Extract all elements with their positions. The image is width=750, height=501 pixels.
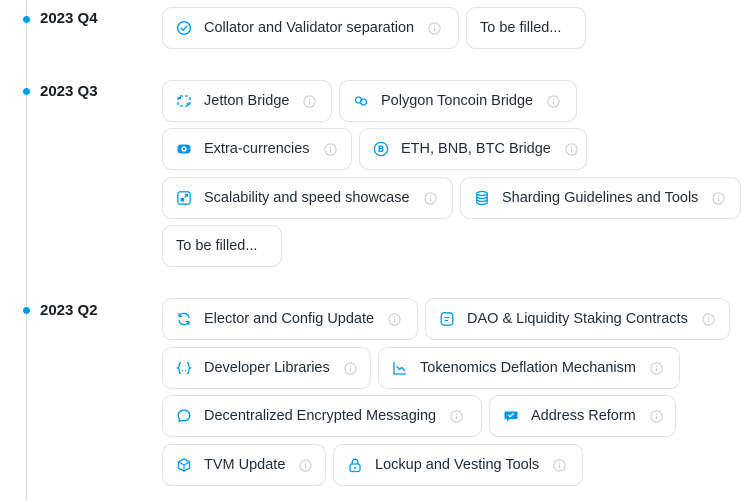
roadmap-item-label: Scalability and speed showcase — [204, 190, 410, 206]
roadmap-item-label: To be filled... — [480, 20, 562, 36]
timeline-dot — [23, 16, 30, 23]
info-icon[interactable] — [565, 142, 578, 156]
currency-icon — [176, 141, 192, 157]
info-icon[interactable] — [547, 94, 560, 108]
roadmap-item-label: Address Reform — [531, 408, 636, 424]
svg-text:B: B — [378, 145, 384, 155]
bridge-icon — [176, 93, 192, 109]
timeline-dot — [23, 88, 30, 95]
roadmap-item-address-reform[interactable]: Address Reform — [489, 395, 676, 437]
roadmap-item-sharding-guidelines[interactable]: Sharding Guidelines and Tools — [460, 177, 741, 219]
roadmap-item-label: Decentralized Encrypted Messaging — [204, 408, 437, 424]
info-icon[interactable] — [712, 191, 726, 205]
roadmap-item-label: Sharding Guidelines and Tools — [502, 190, 699, 206]
info-icon[interactable] — [650, 409, 663, 423]
roadmap-item-label: Tokenomics Deflation Mechanism — [420, 360, 636, 376]
chart-down-icon — [392, 360, 408, 376]
quarter-label: 2023 Q3 — [40, 83, 98, 100]
quarter-label: 2023 Q2 — [40, 302, 98, 319]
info-icon[interactable] — [553, 458, 566, 472]
roadmap-item-collator-validator[interactable]: Collator and Validator separation — [162, 7, 459, 49]
roadmap-item-eth-bnb-btc-bridge[interactable]: B ETH, BNB, BTC Bridge — [359, 128, 587, 170]
info-icon[interactable] — [303, 94, 317, 108]
roadmap-item-label: To be filled... — [176, 238, 258, 254]
info-icon[interactable] — [423, 191, 437, 205]
info-icon[interactable] — [344, 361, 357, 375]
roadmap-item-label: Elector and Config Update — [204, 311, 375, 327]
timeline-dot — [23, 307, 30, 314]
roadmap-item-label: Polygon Toncoin Bridge — [381, 93, 534, 109]
speed-showcase-icon — [176, 190, 192, 206]
roadmap-item-tvm-update[interactable]: TVM Update — [162, 444, 326, 486]
cube-icon — [176, 457, 192, 473]
roadmap-item-label: Extra-currencies — [204, 141, 310, 157]
lock-icon — [347, 457, 363, 473]
bitcoin-icon: B — [373, 141, 389, 157]
roadmap-item-label: Collator and Validator separation — [204, 20, 415, 36]
info-icon[interactable] — [299, 458, 313, 472]
refresh-icon — [176, 311, 192, 327]
roadmap-item-lockup-vesting[interactable]: Lockup and Vesting Tools — [333, 444, 583, 486]
roadmap-item-jetton-bridge[interactable]: Jetton Bridge — [162, 80, 332, 122]
roadmap-item-scalability-showcase[interactable]: Scalability and speed showcase — [162, 177, 453, 219]
roadmap-item-label: DAO & Liquidity Staking Contracts — [467, 311, 688, 327]
roadmap-item-tokenomics-deflation[interactable]: Tokenomics Deflation Mechanism — [378, 347, 680, 389]
roadmap-item-developer-libraries[interactable]: Developer Libraries — [162, 347, 371, 389]
roadmap-item-extra-currencies[interactable]: Extra-currencies — [162, 128, 352, 170]
document-icon — [439, 311, 455, 327]
roadmap-item-label: Developer Libraries — [204, 360, 330, 376]
info-icon[interactable] — [650, 361, 663, 375]
code-braces-icon — [176, 360, 192, 376]
address-icon — [503, 408, 519, 424]
roadmap-item-dao-liquidity-staking[interactable]: DAO & Liquidity Staking Contracts — [425, 298, 730, 340]
quarter-label: 2023 Q4 — [40, 10, 98, 27]
timeline-line — [26, 0, 27, 501]
roadmap-item-label: ETH, BNB, BTC Bridge — [401, 141, 551, 157]
info-icon[interactable] — [428, 21, 441, 35]
info-icon[interactable] — [323, 142, 337, 156]
roadmap-item-polygon-toncoin-bridge[interactable]: Polygon Toncoin Bridge — [339, 80, 577, 122]
roadmap-item-label: Jetton Bridge — [204, 93, 290, 109]
polygon-link-icon — [353, 93, 369, 109]
roadmap-item-placeholder[interactable]: To be filled... — [466, 7, 586, 49]
roadmap-item-label: TVM Update — [204, 457, 286, 473]
info-icon[interactable] — [450, 409, 463, 423]
info-icon[interactable] — [388, 312, 401, 326]
message-icon — [176, 408, 192, 424]
roadmap-item-elector-config-update[interactable]: Elector and Config Update — [162, 298, 418, 340]
roadmap-item-encrypted-messaging[interactable]: Decentralized Encrypted Messaging — [162, 395, 482, 437]
database-icon — [474, 190, 490, 206]
roadmap-item-placeholder[interactable]: To be filled... — [162, 225, 282, 267]
check-circle-icon — [176, 20, 192, 36]
info-icon[interactable] — [702, 312, 715, 326]
roadmap-item-label: Lockup and Vesting Tools — [375, 457, 540, 473]
